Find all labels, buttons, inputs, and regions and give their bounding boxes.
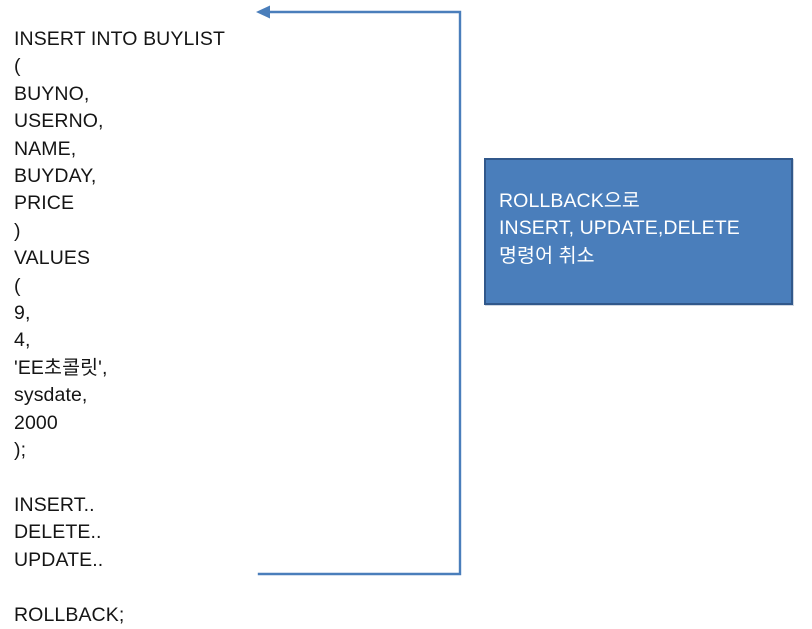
sql-line: BUYDAY,	[14, 165, 97, 188]
sql-line: UPDATE..	[14, 548, 104, 571]
sql-statement-block: INSERT INTO BUYLIST ( BUYNO, USERNO, NAM…	[14, 26, 314, 629]
sql-line: 2000	[14, 411, 58, 434]
sql-line: sysdate,	[14, 384, 88, 407]
callout-line: INSERT, UPDATE,DELETE	[499, 217, 740, 240]
sql-blank-line	[14, 574, 314, 601]
callout-line: ROLLBACK으로	[499, 190, 640, 212]
rollback-description-box: ROLLBACK으로 INSERT, UPDATE,DELETE 명령어 취소	[484, 158, 793, 305]
sql-line: (	[14, 274, 21, 297]
arrow-head-icon	[256, 5, 270, 19]
sql-line: 4,	[14, 329, 31, 352]
sql-line: USERNO,	[14, 110, 104, 133]
sql-blank-line	[14, 465, 314, 492]
sql-line: NAME,	[14, 137, 77, 160]
sql-line: PRICE	[14, 192, 75, 215]
sql-line: 9,	[14, 302, 31, 325]
sql-line: INSERT INTO BUYLIST	[14, 28, 226, 50]
sql-line: INSERT..	[14, 493, 95, 516]
sql-line: );	[14, 439, 27, 462]
sql-line: )	[14, 219, 21, 242]
sql-line: (	[14, 55, 21, 78]
sql-line: DELETE..	[14, 521, 102, 544]
sql-line: BUYNO,	[14, 82, 90, 105]
sql-line: VALUES	[14, 247, 91, 270]
callout-line: 명령어 취소	[499, 244, 595, 267]
rollback-description-text: ROLLBACK으로 INSERT, UPDATE,DELETE 명령어 취소	[499, 188, 785, 270]
sql-line: ROLLBACK;	[14, 603, 125, 626]
sql-line: 'EE초콜릿',	[14, 356, 108, 379]
